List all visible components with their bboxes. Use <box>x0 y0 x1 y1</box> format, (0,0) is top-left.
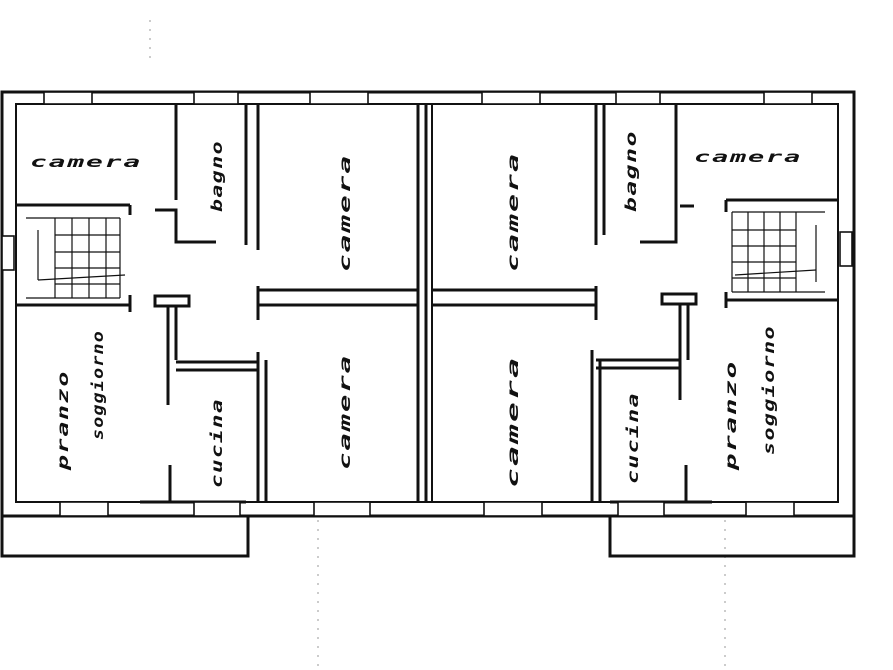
stair-left <box>26 217 126 299</box>
room-label-camera: camera <box>336 354 354 470</box>
room-label-pranzo: pranzo <box>722 360 740 472</box>
room-label-pranzo: pranzo <box>54 370 72 472</box>
left-unit-walls <box>16 104 420 518</box>
room-label-cucina: cucina <box>208 398 226 488</box>
room-labels: camera bagno camera camera pranzo soggio… <box>30 130 802 488</box>
windows <box>1 91 853 517</box>
construction-lines <box>149 20 726 670</box>
room-label-camera: camera <box>694 148 802 166</box>
room-label-cucina: cucina <box>624 392 642 484</box>
room-label-bagno: bagno <box>622 130 640 212</box>
room-label-camera: camera <box>30 153 142 171</box>
room-label-soggiorno: soggiorno <box>760 325 778 455</box>
right-unit-walls <box>432 104 838 518</box>
room-label-camera: camera <box>504 356 522 488</box>
party-wall <box>424 104 433 502</box>
room-label-camera: camera <box>504 152 522 272</box>
room-label-camera: camera <box>336 154 354 272</box>
stair-right <box>731 211 825 293</box>
room-label-soggiorno: soggiorno <box>89 330 107 440</box>
room-label-bagno: bagno <box>208 140 226 212</box>
